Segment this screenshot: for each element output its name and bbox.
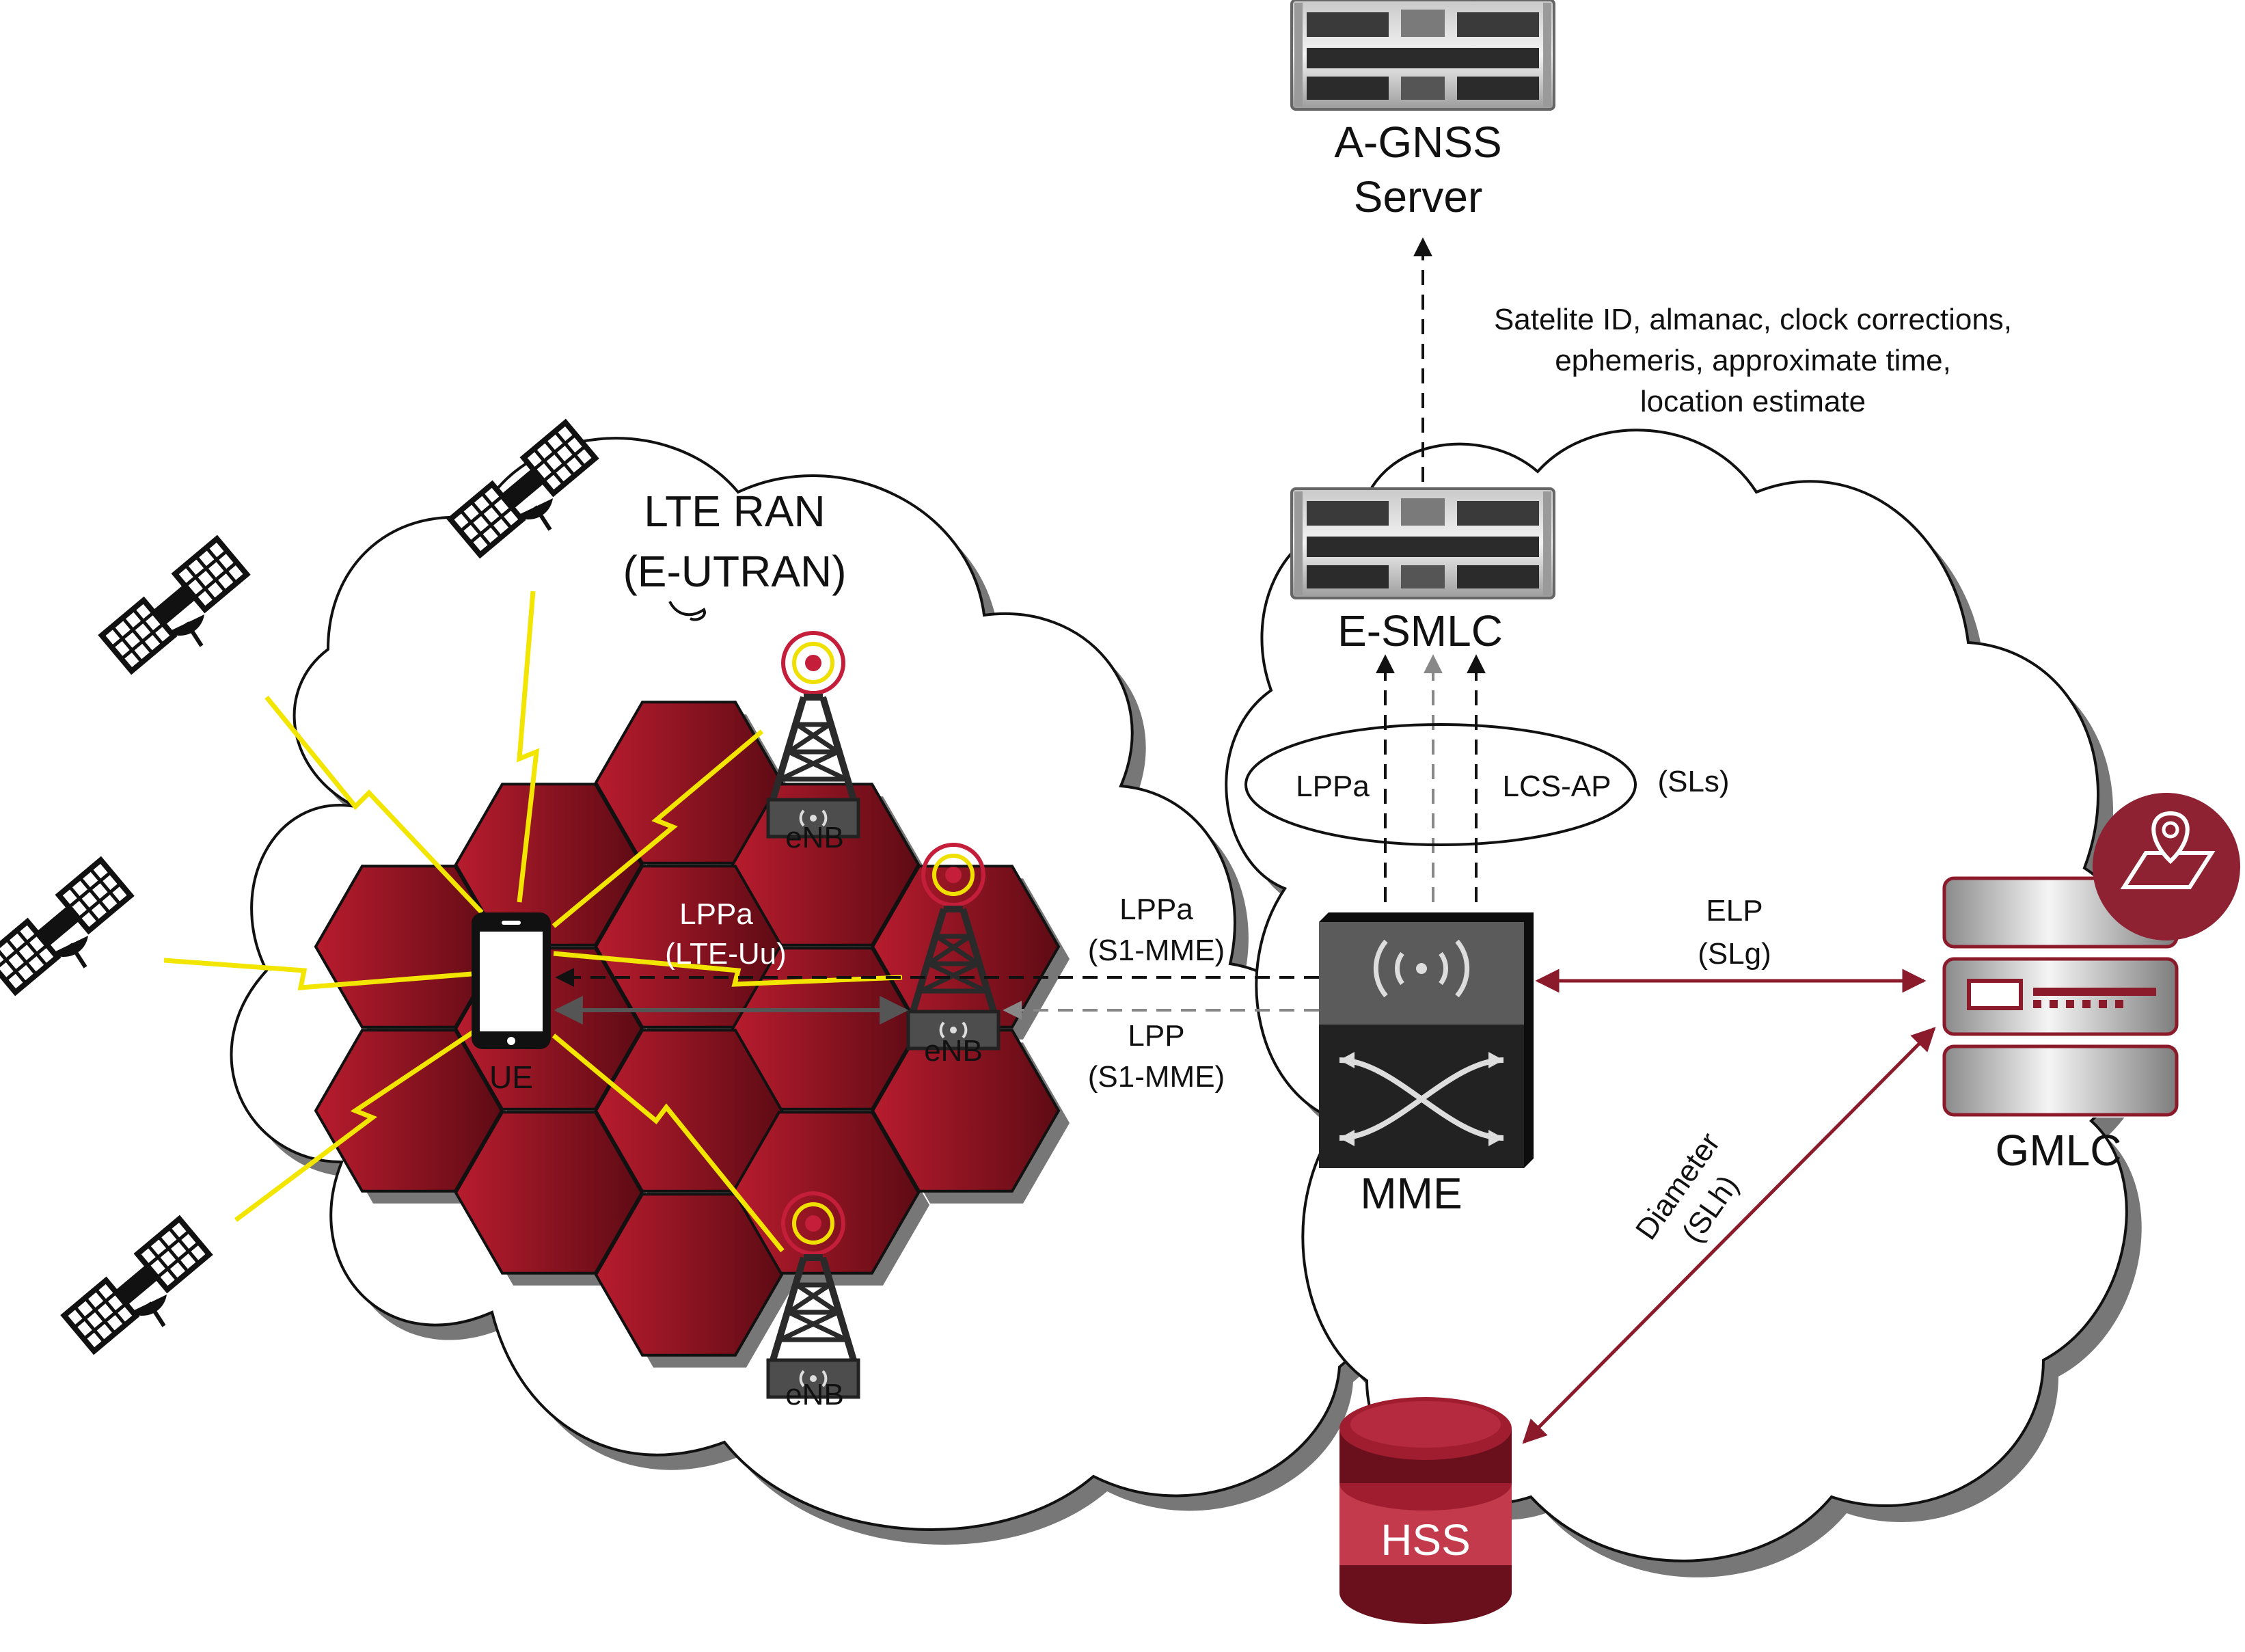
assistance-data-label: location estimate — [1640, 385, 1866, 418]
agnss-label: Server — [1354, 172, 1483, 221]
lightning-bolt — [234, 1027, 480, 1222]
satellite-icon — [64, 1219, 209, 1351]
radio-links — [163, 591, 903, 1253]
lightning-bolt — [552, 729, 764, 928]
lppa-s1-label: (S1-MME) — [1088, 934, 1225, 967]
lppa-ellipse-label: LPPa — [1296, 770, 1370, 803]
ran-label: LTE RAN — [644, 487, 826, 536]
hex-cell — [314, 865, 504, 1029]
diameter-slh-link — [1522, 1027, 1936, 1444]
lightning-bolt — [517, 591, 540, 903]
lcsap-ellipse-label: LCS-AP — [1503, 770, 1611, 803]
satellite-icon — [102, 539, 247, 671]
mme-label: MME — [1360, 1169, 1462, 1218]
hex-cell — [871, 1029, 1061, 1193]
lightning-bolt — [552, 1033, 785, 1253]
satellite-icon — [0, 860, 131, 992]
map-pin-icon — [2093, 793, 2240, 940]
lightning-bolt — [163, 958, 472, 990]
enb-label: eNB — [785, 821, 844, 854]
assistance-data-label: Satelite ID, almanac, clock corrections, — [1494, 303, 2012, 336]
mme-switch-icon — [1319, 912, 1534, 1168]
database-cylinder-icon — [1339, 1397, 1512, 1624]
esmlc-label: E-SMLC — [1337, 606, 1503, 655]
smartphone-icon — [472, 912, 551, 1049]
lppa-uu-label: (LTE-Uu) — [665, 937, 787, 971]
ran-label: (E-UTRAN) — [623, 547, 846, 596]
server-rack-icon — [1290, 487, 1555, 599]
lightning-bolt — [553, 951, 903, 987]
assistance-data-label: ephemeris, approximate time, — [1555, 344, 1951, 377]
elp-label: (SLg) — [1698, 937, 1771, 971]
server-rack-icon — [1290, 0, 1555, 111]
lightning-bolt — [264, 695, 484, 915]
lpp-s1-label: (S1-MME) — [1088, 1060, 1225, 1094]
lpp-s1-label: LPP — [1128, 1019, 1184, 1053]
hss-label: HSS — [1380, 1515, 1471, 1565]
gmlc-label: GMLC — [1996, 1126, 2122, 1175]
ran-label-callout — [668, 601, 706, 621]
sls-interface-ellipse — [1244, 723, 1637, 846]
elp-label: ELP — [1706, 894, 1763, 927]
sls-label: (SLs) — [1657, 765, 1729, 798]
lppa-s1-label: LPPa — [1119, 893, 1193, 926]
agnss-label: A-GNSS — [1334, 118, 1501, 167]
ue-label: UE — [489, 1059, 533, 1095]
enb-label: eNB — [924, 1034, 983, 1068]
enb-label: eNB — [785, 1378, 844, 1411]
lppa-uu-label: LPPa — [679, 897, 753, 931]
